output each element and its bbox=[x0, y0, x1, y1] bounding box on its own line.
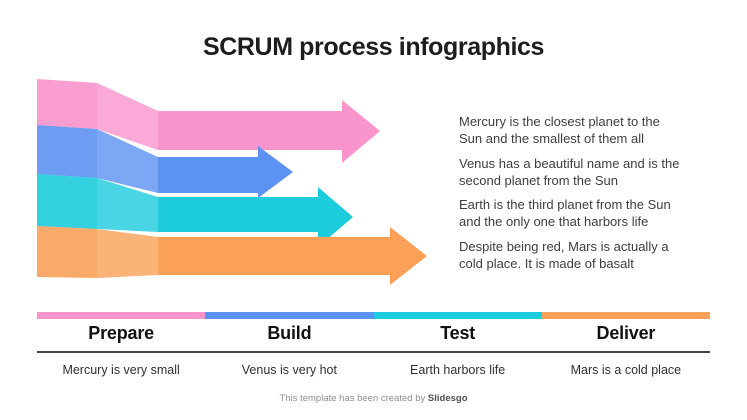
stage-bar-segment-prepare bbox=[37, 312, 206, 319]
arrow-descriptions: Mercury is the closest planet to the Sun… bbox=[459, 113, 721, 279]
stage-label-build: Build bbox=[267, 323, 312, 343]
test-arrow-shape bbox=[37, 174, 353, 247]
deliver-arrow-segment1-shade bbox=[37, 226, 97, 278]
test-description: Earth is the third planet from the Sun a… bbox=[459, 197, 671, 230]
stage-label-prepare: Prepare bbox=[88, 323, 154, 343]
build-arrow-segment1-shade bbox=[37, 125, 97, 178]
build-description: Venus has a beautiful name and is the se… bbox=[459, 155, 680, 188]
build-arrow-segment2-shade bbox=[97, 129, 158, 193]
page-title: SCRUM process infographics bbox=[202, 33, 545, 61]
prepare-arrow-segment1-shade bbox=[37, 79, 97, 129]
stage-bar-segment-build bbox=[205, 312, 374, 319]
deliver-description: Despite being red, Mars is actually a co… bbox=[459, 238, 669, 271]
deliver-arrow-segment2-shade bbox=[97, 229, 158, 278]
prepare-description: Mercury is the closest planet to the Sun… bbox=[459, 114, 660, 147]
prepare-arrow-segment2-shade bbox=[97, 83, 158, 150]
stage-sublabel-test: Earth harbors life bbox=[410, 363, 506, 377]
prepare-arrow-shape bbox=[37, 79, 380, 163]
test-arrow-segment1-shade bbox=[37, 174, 97, 229]
deliver-arrow-shape bbox=[37, 226, 427, 285]
build-arrow-shape bbox=[37, 125, 293, 198]
stage-sublabel-prepare: Mercury is very small bbox=[62, 363, 180, 377]
test-arrow-segment2-shade bbox=[97, 178, 158, 232]
stage-sublabel-deliver: Mars is a cold place bbox=[570, 363, 682, 377]
stage-sublabels-row: Mercury is very small Venus is very hot … bbox=[37, 363, 710, 377]
brand-name: Slidesgo bbox=[427, 393, 468, 404]
stage-label-test: Test bbox=[440, 323, 476, 343]
stage-divider-line bbox=[37, 351, 710, 353]
stage-label-deliver: Deliver bbox=[596, 323, 656, 343]
template-credit: This template has been created by Slides… bbox=[0, 393, 747, 404]
credit-text: This template has been created by bbox=[279, 393, 428, 404]
stage-labels-row: Prepare Build Test Deliver bbox=[37, 323, 710, 344]
stage-color-bar bbox=[37, 312, 710, 319]
stage-bar-segment-deliver bbox=[541, 312, 710, 319]
stage-sublabel-build: Venus is very hot bbox=[241, 363, 337, 377]
stage-bar-segment-test bbox=[373, 312, 542, 319]
